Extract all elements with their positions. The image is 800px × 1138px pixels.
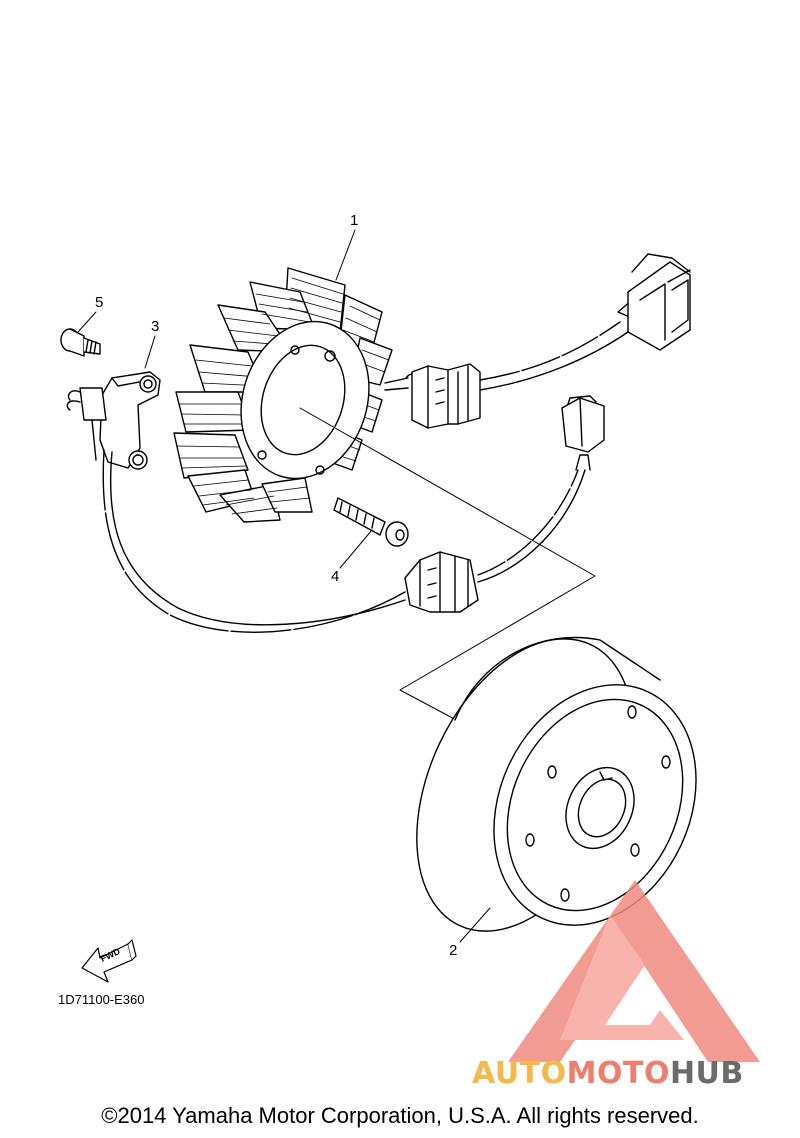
diagram-part-code: 1D71100-E360 <box>58 992 145 1007</box>
leader-lines <box>339 529 373 569</box>
pickup-screw <box>60 328 101 357</box>
watermark-auto: AUTO <box>472 1056 567 1091</box>
callout-label-1: 1 <box>350 212 359 229</box>
leader-lines <box>77 311 97 333</box>
stator-mount-hole <box>315 465 325 475</box>
leader-lines <box>144 335 156 369</box>
rotor-flywheel <box>416 636 697 932</box>
pickup-coil <box>66 371 161 470</box>
callout-label-3: 3 <box>151 318 160 335</box>
leader-lines <box>459 907 491 943</box>
stator-mount-hole <box>290 345 300 355</box>
copyright-notice: ©2014 Yamaha Motor Corporation, U.S.A. A… <box>101 1103 699 1128</box>
stator-harness <box>384 253 691 429</box>
stator-mount-hole <box>324 350 336 362</box>
stator-assembly <box>173 267 393 523</box>
stator-mount-hole <box>257 450 267 460</box>
fwd-arrow-icon <box>81 939 137 983</box>
stator-lamination-lines <box>176 277 390 515</box>
pickup-harness <box>102 395 605 633</box>
watermark-brand-text: AUTOMOTOHUB <box>472 1056 744 1091</box>
watermark-moto: MOTO <box>566 1056 670 1091</box>
callout-label-4: 4 <box>331 568 340 585</box>
rotor-bolt-holes <box>525 705 671 902</box>
callout-label-5: 5 <box>95 294 104 311</box>
leader-lines <box>299 229 596 723</box>
callout-label-2: 2 <box>449 942 458 959</box>
stator-center-bore <box>260 344 346 456</box>
stator-bolt <box>333 497 409 547</box>
watermark-hub: HUB <box>669 1056 744 1091</box>
watermark-logo <box>508 880 760 1062</box>
